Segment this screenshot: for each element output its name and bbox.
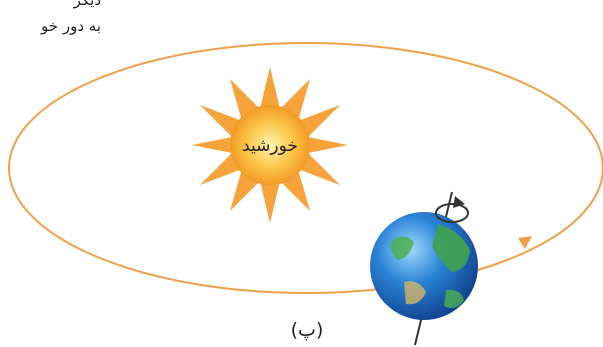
orbit-path — [8, 42, 603, 294]
rotation-arrow-icon — [435, 196, 469, 223]
sun-label: خورشید — [242, 136, 298, 156]
earth-globe-icon — [370, 191, 478, 346]
header-text-line-1: دیگر — [73, 0, 101, 9]
figure-caption: (پ) — [291, 319, 324, 341]
orbit-arrow-icon — [518, 236, 532, 249]
sun-icon — [192, 67, 348, 223]
header-text-line-2: به دور خو — [41, 17, 101, 35]
